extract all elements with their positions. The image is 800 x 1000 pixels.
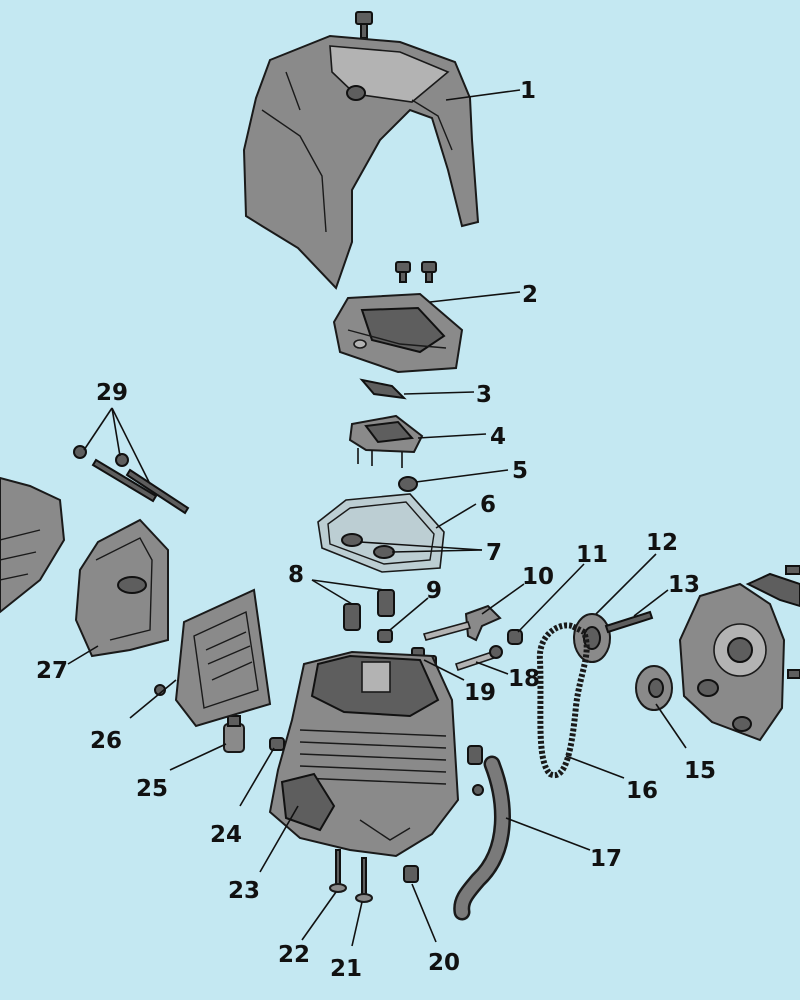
fitting (269, 737, 285, 751)
callout-26: 26 (90, 728, 122, 754)
callout-9: 9 (426, 578, 442, 604)
callout-16: 16 (626, 778, 658, 804)
rocker-nut (398, 476, 418, 492)
callout-11: 11 (576, 542, 608, 568)
timing-cover (678, 565, 800, 742)
callout-6: 6 (480, 492, 496, 518)
callout-23: 23 (228, 878, 260, 904)
callout-29: 29 (96, 380, 128, 406)
callout-25: 25 (136, 776, 168, 802)
callout-8: 8 (288, 562, 304, 588)
callout-1: 1 (520, 78, 536, 104)
engine-cover (242, 11, 480, 290)
exhaust-valve (355, 857, 373, 903)
callout-12: 12 (646, 530, 678, 556)
valve-cover-gasket (317, 493, 445, 573)
callout-20: 20 (428, 950, 460, 976)
rocker-shaft (422, 621, 503, 672)
rocker-arm-bracket (348, 414, 424, 468)
cover-screws (395, 261, 437, 283)
callout-5: 5 (512, 458, 528, 484)
muffler-studs (73, 445, 190, 515)
valve-cover (332, 292, 464, 374)
rocker-arm (464, 604, 502, 642)
callout-13: 13 (668, 572, 700, 598)
block-fasteners (467, 745, 484, 796)
callout-3: 3 (476, 382, 492, 408)
callout-labels: 1 2 3 4 5 6 7 8 9 10 11 12 13 15 16 17 1… (36, 78, 716, 982)
spark-plug (223, 715, 245, 753)
valve-springs (343, 589, 395, 631)
callout-7: 7 (486, 540, 502, 566)
callout-24: 24 (210, 822, 242, 848)
cover-spacer (359, 378, 407, 400)
crankshaft-pulley (635, 665, 673, 711)
callout-10: 10 (522, 564, 554, 590)
callout-19: 19 (464, 680, 496, 706)
rocker-pin (507, 629, 523, 645)
callout-18: 18 (508, 666, 540, 692)
pulley-bolt (604, 610, 654, 634)
gasket-seals (341, 533, 395, 559)
timing-belt (536, 622, 590, 779)
breather-hose (453, 755, 511, 921)
cooling-fins (299, 729, 447, 785)
callout-27: 27 (36, 658, 68, 684)
cylinder-block (268, 650, 460, 858)
intake-valve (329, 849, 347, 893)
cropped-engine-part (0, 476, 66, 614)
leader-lines (67, 89, 687, 947)
muffler (74, 518, 169, 658)
callout-2: 2 (522, 282, 538, 308)
callout-15: 15 (684, 758, 716, 784)
muffler-gasket (154, 588, 272, 728)
camshaft-pulley (573, 613, 611, 663)
callout-17: 17 (590, 846, 622, 872)
callout-4: 4 (490, 424, 506, 450)
spring-retainer (377, 629, 393, 643)
hose-clip (403, 865, 419, 883)
callout-21: 21 (330, 956, 362, 982)
callout-22: 22 (278, 942, 310, 968)
